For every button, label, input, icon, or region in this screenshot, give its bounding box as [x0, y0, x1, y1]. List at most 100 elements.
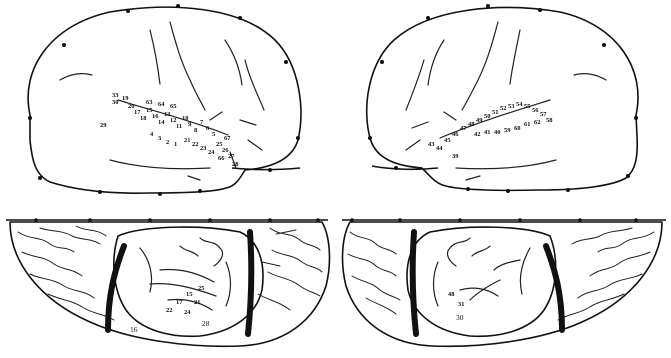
label-50: 50	[484, 113, 491, 120]
left-dark-vertical-band	[248, 232, 251, 334]
label-49: 49	[476, 117, 483, 124]
left-short-sulcus-1	[210, 112, 222, 120]
label-43: 43	[428, 141, 435, 148]
label-48-lower: 48	[448, 291, 455, 298]
label-59: 59	[504, 127, 511, 134]
label-18: 18	[140, 115, 147, 122]
label-27: 27	[228, 153, 235, 160]
label-62: 62	[534, 119, 541, 126]
right-frontal-sulcus	[574, 74, 606, 80]
label-15-lower: 15	[186, 291, 193, 298]
label-21: 21	[184, 137, 191, 144]
left-occipital-sulcus	[245, 60, 264, 110]
right-opened-outline	[343, 222, 662, 346]
right-temporal-pole	[372, 166, 438, 169]
label-45: 45	[444, 137, 451, 144]
label-21-lower: 21	[194, 299, 201, 306]
label-44: 44	[436, 145, 443, 152]
left-hemisphere-lateral-view: 29 33 30 19 20 17 18 15 16 14 13 12 11 1…	[28, 4, 301, 196]
right-short-sulcus-2	[412, 122, 428, 128]
label-52: 52	[500, 105, 507, 112]
right-precentral-sulcus	[510, 30, 520, 84]
right-short-sulcus-3	[406, 140, 420, 150]
label-48: 48	[468, 121, 475, 128]
label-7: 7	[200, 119, 204, 126]
label-3: 3	[158, 135, 162, 142]
label-39: 39	[452, 153, 459, 160]
right-central-sulcus	[462, 22, 498, 110]
label-56: 56	[532, 107, 539, 114]
label-60: 60	[514, 125, 521, 132]
label-30: 30	[112, 99, 119, 106]
left-gyri-texture	[18, 226, 322, 320]
right-parietal-sulcus	[428, 40, 444, 85]
label-55: 55	[524, 103, 531, 110]
label-24-lower: 24	[184, 309, 191, 316]
label-22: 22	[192, 141, 199, 148]
left-hemisphere-opened-view: 15 17 21 22 24 25 28 16	[6, 218, 329, 346]
left-short-sulcus-5	[188, 176, 200, 180]
left-stimulation-labels: 29 33 30 19 20 17 18 15 16 14 13 12 11 1…	[100, 92, 239, 168]
label-51: 51	[492, 109, 499, 116]
label-58: 58	[546, 117, 553, 124]
left-frontal-sulcus	[60, 74, 92, 80]
right-occipital-sulcus	[406, 60, 424, 110]
right-hemisphere-outline	[367, 8, 638, 191]
left-temporal-sulcus	[110, 160, 210, 169]
left-insula-region	[114, 227, 263, 336]
label-66: 66	[218, 155, 225, 162]
right-border-dots	[368, 4, 638, 193]
label-67: 67	[224, 135, 231, 142]
left-parietal-sulcus	[225, 40, 242, 85]
left-central-sulcus	[170, 22, 205, 110]
label-8: 8	[194, 127, 198, 134]
right-opened-labels: 48 31 30	[448, 291, 465, 322]
right-short-sulcus-4	[466, 176, 480, 180]
label-19: 19	[122, 95, 129, 102]
label-42: 42	[474, 131, 481, 138]
label-11: 11	[176, 123, 182, 130]
left-temporal-pole	[232, 168, 300, 170]
label-65: 65	[170, 103, 177, 110]
label-1: 1	[174, 141, 177, 148]
label-31-lower: 31	[458, 301, 465, 308]
label-28: 28	[232, 161, 239, 168]
label-33: 33	[112, 92, 119, 99]
right-short-sulcus-1	[444, 112, 456, 120]
right-dark-vertical-band	[413, 232, 416, 334]
label-23: 23	[200, 145, 207, 152]
label-64: 64	[158, 101, 165, 108]
label-5: 5	[212, 131, 216, 138]
label-63: 63	[146, 99, 153, 106]
label-24: 24	[208, 149, 215, 156]
label-29: 29	[100, 122, 107, 129]
label-54: 54	[516, 101, 523, 108]
left-opened-labels: 15 17 21 22 24 25 28 16	[130, 285, 210, 334]
right-stimulation-labels: 43 44 45 46 47 48 49 50 51 52 53 54 55 5…	[428, 101, 553, 160]
label-2: 2	[166, 139, 169, 146]
left-short-sulcus-2	[240, 120, 256, 125]
left-precentral-sulcus	[150, 30, 160, 84]
label-46: 46	[452, 131, 459, 138]
label-53: 53	[508, 103, 515, 110]
left-vessel-lines	[140, 238, 231, 310]
label-14: 14	[158, 119, 165, 126]
label-17-lower: 17	[176, 299, 183, 306]
label-22-lower: 22	[166, 307, 173, 314]
left-short-sulcus-3	[248, 140, 262, 150]
label-30-lower: 30	[456, 313, 464, 322]
label-16-lower: 16	[130, 325, 138, 334]
right-hemisphere-lateral-view: 43 44 45 46 47 48 49 50 51 52 53 54 55 5…	[367, 4, 638, 193]
right-temporal-sulcus	[456, 160, 556, 169]
label-40: 40	[494, 129, 501, 136]
label-47: 47	[460, 125, 467, 132]
label-28-lower: 28	[202, 319, 210, 328]
label-41: 41	[484, 129, 491, 136]
right-gyri-texture	[348, 228, 654, 320]
right-insula-region	[407, 227, 556, 336]
label-25-lower: 25	[198, 285, 205, 292]
right-hemisphere-opened-view: 48 31 30	[342, 218, 666, 346]
label-61: 61	[524, 121, 531, 128]
label-4: 4	[150, 131, 154, 138]
